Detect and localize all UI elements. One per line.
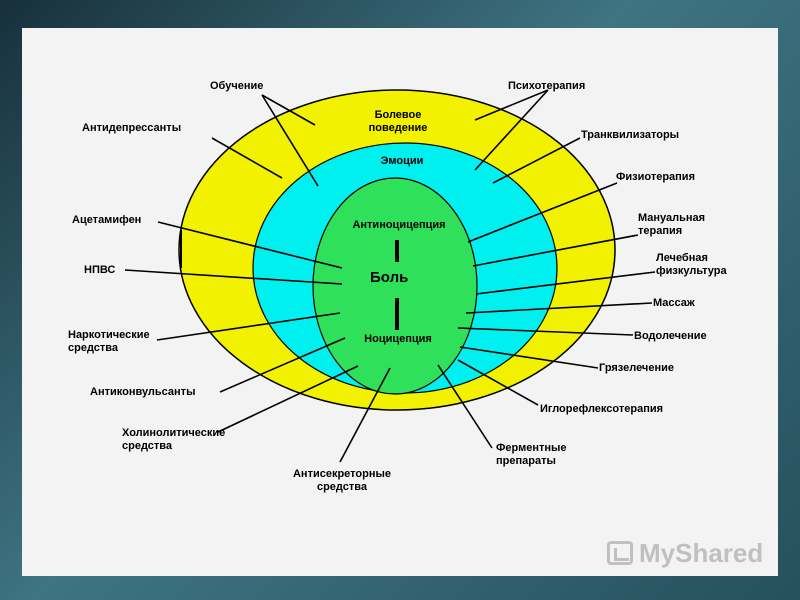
zone-outer-title: Болевое поведение: [368, 109, 428, 134]
label-gryazelechenie: Грязелечение: [599, 362, 674, 374]
leader-lines-right: [437, 89, 656, 449]
label-antisekretornye: Антисекреторные средства: [292, 468, 391, 493]
label-acetamifen: Ацетамифен: [72, 214, 142, 226]
leader-lines-left: [124, 94, 391, 463]
label-holinoliticheskie: Холинолитические средства: [122, 427, 226, 452]
zone-middle-title: Эмоции: [380, 155, 424, 167]
label-obuchenie: Обучение: [210, 80, 264, 92]
label-psihoterapiya: Психотерапия: [508, 80, 586, 92]
label-lechebnaya-fizkultura: Лечебная физкультура: [656, 252, 727, 277]
watermark-text: MyShared: [639, 537, 764, 568]
label-trankvilizatory: Транквилизаторы: [581, 129, 680, 141]
label-vodolechenie: Водолечение: [634, 330, 707, 342]
label-npvs: НПВС: [84, 264, 116, 276]
label-manualnaya-terapiya: Мануальная терапия: [638, 212, 706, 237]
label-fermentnye-preparaty: Ферментные препараты: [496, 442, 567, 467]
label-antikonvulsanty: Антиконвульсанты: [90, 386, 196, 398]
zone-inner-top-title: Антиноцицепция: [352, 219, 446, 231]
center-word-pain: Боль: [370, 269, 409, 286]
label-narkoticheskie: Наркотические средства: [68, 329, 150, 354]
label-massazh: Массаж: [653, 297, 695, 309]
chart-icon: [607, 541, 633, 565]
watermark-logo: MyShared: [607, 538, 763, 568]
inner-ellipse: [312, 177, 478, 395]
zone-inner-bottom-title: Ноцицепция: [364, 333, 432, 345]
label-antidepressanty: Антидепрессанты: [82, 122, 182, 134]
label-iglorefleksoterapiya: Иглорефлексотерапия: [540, 403, 664, 415]
label-fizioterapiya: Физиотерапия: [616, 171, 695, 183]
